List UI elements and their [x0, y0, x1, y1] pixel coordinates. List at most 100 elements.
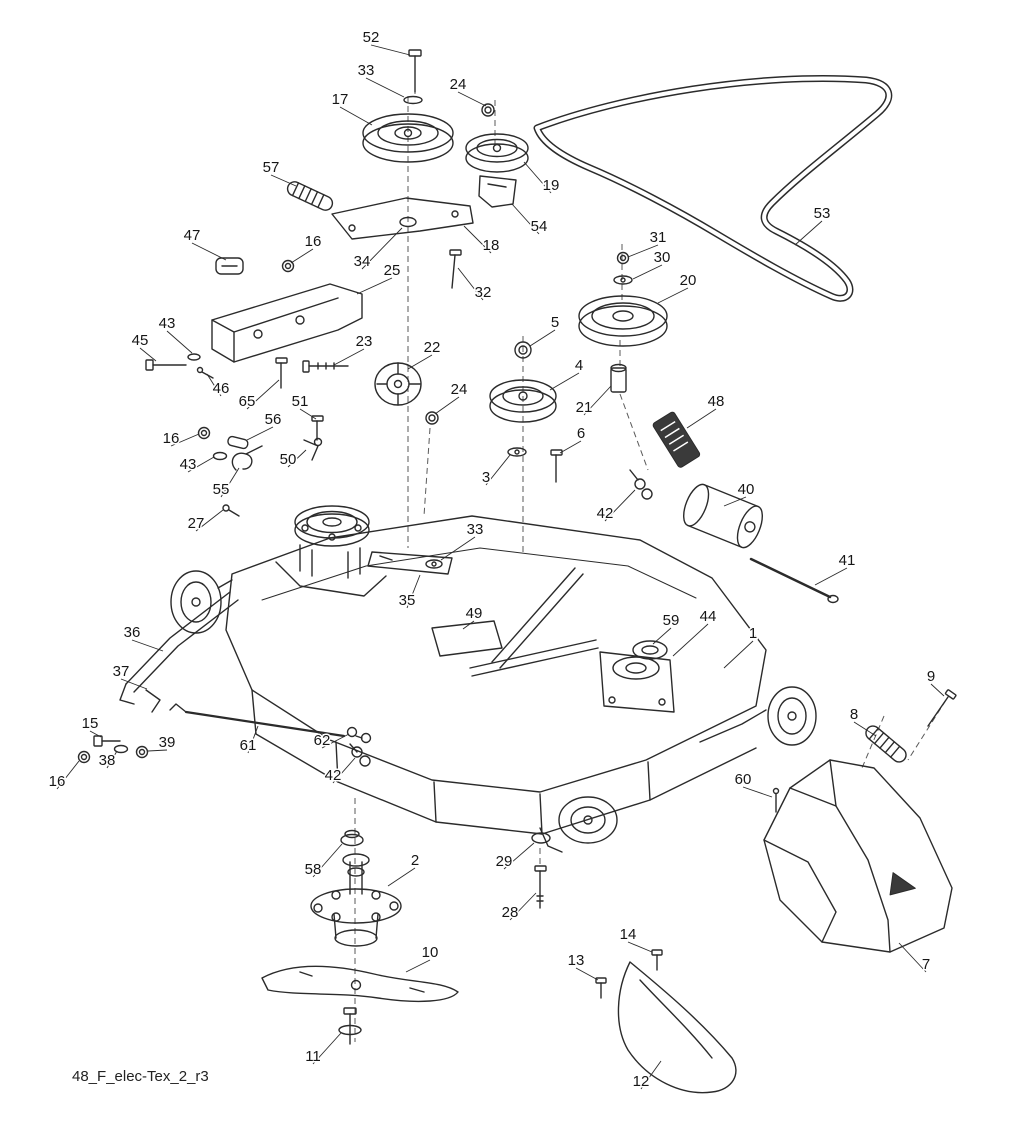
- nut-31: [616, 251, 630, 265]
- part-label-16-29: 16: [163, 430, 180, 447]
- part-label-58-58: 58: [305, 861, 322, 878]
- leader-line-42-36: [604, 489, 636, 522]
- leader-line-17-2: [339, 106, 373, 126]
- part-label-22-20: 22: [424, 339, 441, 356]
- part-label-20-16: 20: [680, 272, 697, 289]
- leader-line-61-52: [247, 725, 259, 754]
- part-label-36-46: 36: [124, 624, 141, 641]
- part-label-7-65: 7: [922, 956, 930, 973]
- washer-33-b: [425, 559, 443, 569]
- part-label-11-66: 11: [305, 1048, 321, 1065]
- nut-16-a: [281, 259, 295, 273]
- screw-27: [222, 504, 240, 517]
- leader-line-62-53: [321, 733, 350, 749]
- bolt-32: [449, 249, 462, 289]
- part-label-25-12: 25: [384, 262, 401, 279]
- part-label-35-41: 35: [399, 592, 416, 609]
- decal-49: [431, 620, 503, 657]
- leader-line-27-38: [195, 509, 224, 532]
- part-label-44-44: 44: [700, 608, 717, 625]
- leader-line-6-35: [559, 440, 582, 454]
- arm-bracket-37: [145, 689, 161, 713]
- leader-line-54-6: [511, 203, 540, 235]
- idler-pulley-4: [489, 379, 557, 423]
- leader-line-13-63: [575, 967, 599, 981]
- bolt-13: [595, 977, 607, 999]
- leader-line-48-28: [686, 408, 717, 429]
- leader-line-10-62: [405, 959, 431, 973]
- leader-line-60-57: [742, 786, 773, 798]
- blade-10: [261, 965, 459, 1003]
- right-gauge-wheel: [699, 686, 817, 746]
- bolt-14: [651, 949, 663, 971]
- bolt-15: [93, 735, 121, 747]
- leader-line-49-42: [462, 620, 475, 630]
- chute-warning-decal: [889, 872, 916, 896]
- hook-55: [231, 445, 263, 471]
- part-label-45-18: 45: [132, 332, 149, 349]
- leader-line-15-50: [89, 730, 102, 738]
- part-label-27-38: 27: [188, 515, 205, 532]
- bracket-50: [303, 437, 323, 461]
- part-label-19-4: 19: [543, 177, 560, 194]
- nut-5: [514, 341, 532, 359]
- flat-idler-20: [578, 295, 668, 347]
- part-label-42-56: 42: [325, 767, 342, 784]
- idler-pulley-17: [362, 113, 454, 163]
- leader-line-18-8: [463, 225, 492, 254]
- bolt-28: [534, 865, 547, 909]
- part-label-48-28: 48: [708, 393, 725, 410]
- leader-line-7-65: [898, 942, 927, 973]
- part-label-29-60: 29: [496, 853, 513, 870]
- leader-line-5-21: [529, 329, 556, 347]
- leader-line-47-9: [191, 242, 227, 261]
- part-label-39-51: 39: [159, 734, 176, 751]
- part-label-21-27: 21: [576, 399, 593, 416]
- baffle-12: [617, 961, 737, 1094]
- part-label-46-23: 46: [213, 380, 230, 397]
- part-label-10-62: 10: [422, 944, 439, 961]
- part-label-53-7: 53: [814, 205, 831, 222]
- hook-chain-42-a: [629, 469, 653, 500]
- washer-43-a: [187, 353, 201, 361]
- part-label-16-10: 16: [305, 233, 322, 250]
- left-gauge-wheel: [170, 570, 233, 634]
- leader-line-37-47: [120, 678, 148, 690]
- mandrel-housing-44: [599, 651, 675, 713]
- leader-line-57-5: [270, 174, 297, 187]
- part-label-18-8: 18: [483, 237, 500, 254]
- part-label-37-47: 37: [113, 663, 130, 680]
- leader-line-41-40: [814, 567, 848, 586]
- leader-line-34-11: [361, 227, 403, 270]
- leader-line-36-46: [131, 639, 164, 652]
- center-axis-lines: [354, 58, 947, 1042]
- leader-line-59-43: [652, 627, 672, 645]
- washer-3: [507, 447, 527, 457]
- bolt-51: [311, 415, 324, 441]
- leader-line-46-23: [206, 373, 222, 397]
- washer-33-top: [403, 95, 423, 105]
- part-label-32-13: 32: [475, 284, 492, 301]
- part-label-24-26: 24: [451, 381, 468, 398]
- part-label-52-0: 52: [363, 29, 380, 46]
- leader-line-32-13: [457, 267, 484, 301]
- leader-line-3-34: [485, 454, 511, 486]
- leader-line-25-12: [356, 277, 393, 295]
- part-label-4-22: 4: [575, 357, 583, 374]
- bolt-52: [408, 49, 422, 93]
- leader-line-44-44: [672, 623, 709, 657]
- part-label-61-52: 61: [240, 737, 257, 754]
- pin-60: [772, 787, 780, 813]
- leader-line-51-25: [299, 408, 317, 420]
- leader-line-16-55: [56, 760, 80, 790]
- leader-line-56-30: [246, 426, 274, 441]
- leader-line-33-39: [440, 536, 476, 561]
- part-label-51-25: 51: [292, 393, 309, 410]
- screw-46: [196, 366, 214, 379]
- bolt-9: [927, 689, 957, 727]
- adjust-rod-61: [169, 703, 346, 738]
- bolt-6: [550, 449, 563, 483]
